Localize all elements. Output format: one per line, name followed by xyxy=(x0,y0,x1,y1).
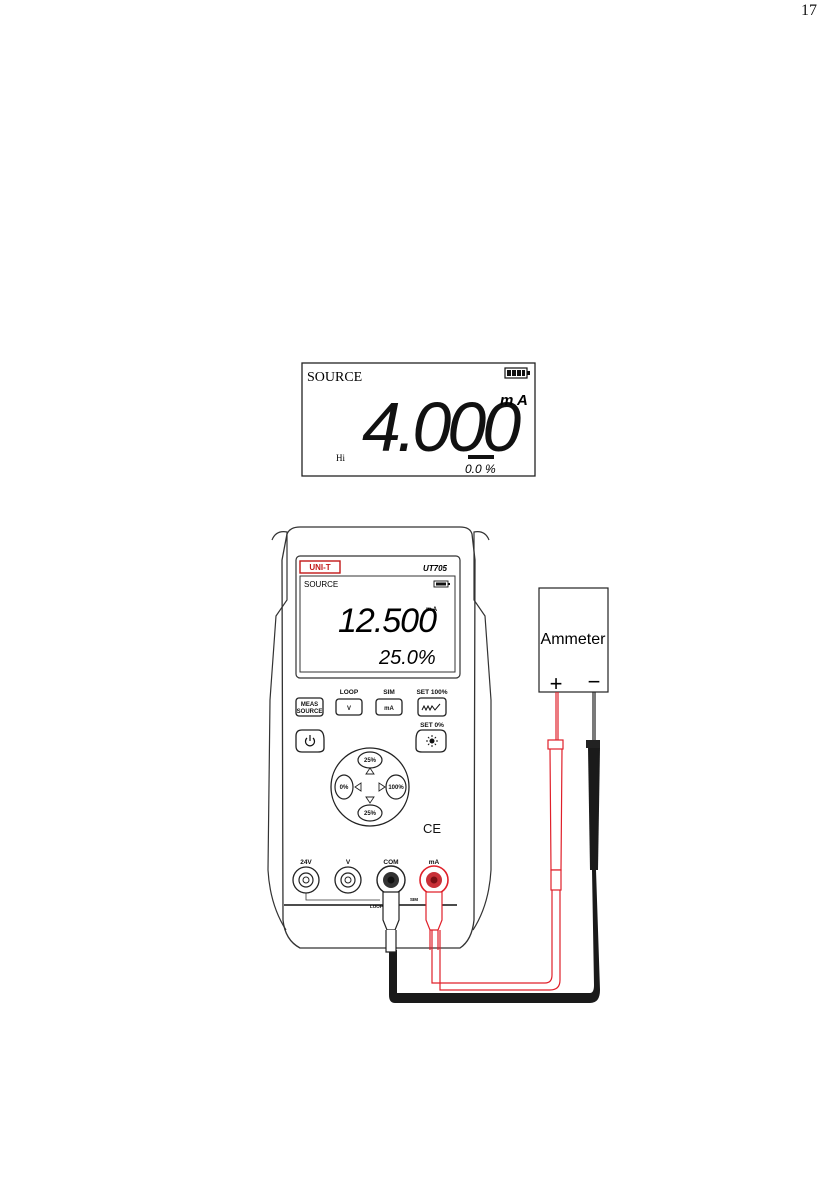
cursor-underline xyxy=(468,455,494,459)
terminal-ma[interactable] xyxy=(420,866,448,894)
power-button[interactable] xyxy=(296,730,324,752)
set0-label: SET 0% xyxy=(420,722,444,729)
ce-mark: CE xyxy=(423,821,441,836)
svg-text:mA: mA xyxy=(384,706,394,712)
terminal-label-v: V xyxy=(346,859,351,866)
loop-terminal-label: LOOP xyxy=(370,904,383,909)
up-25-button[interactable]: 25% xyxy=(358,752,382,768)
svg-text:25%: 25% xyxy=(364,811,377,817)
model-label: UT705 xyxy=(423,564,448,573)
v-button[interactable]: V xyxy=(336,699,362,715)
right-100-button[interactable]: 100% xyxy=(386,775,406,799)
svg-text:MEAS: MEAS xyxy=(301,702,318,708)
meter-lcd-mode: SOURCE xyxy=(304,580,338,589)
terminal-24v[interactable] xyxy=(293,867,319,893)
down-25-button[interactable]: 25% xyxy=(358,805,382,821)
sim-label: SIM xyxy=(383,689,395,696)
meas-source-button[interactable]: MEAS SOURCE xyxy=(296,698,323,716)
lcd-range-label: Hi xyxy=(336,453,345,463)
sim-terminal-label: SIM xyxy=(410,897,418,902)
terminal-v[interactable] xyxy=(335,867,361,893)
svg-text:100%: 100% xyxy=(388,785,404,791)
navigation-pad: 25% 25% 0% 100% xyxy=(331,748,409,826)
terminal-label-com: COM xyxy=(383,859,398,866)
ammeter-label: Ammeter xyxy=(541,631,607,648)
backlight-button[interactable] xyxy=(416,730,446,752)
ma-button[interactable]: mA xyxy=(376,699,402,715)
meter-lcd-percent: 25.0% xyxy=(378,647,436,669)
meter-lcd-value: 12.500 xyxy=(338,602,437,640)
lcd-percent: 0.0 % xyxy=(465,462,496,476)
svg-text:25%: 25% xyxy=(364,758,377,764)
lcd-unit: m A xyxy=(500,392,528,409)
meter-lcd-unit: m A xyxy=(426,607,438,613)
lcd-main-value: 4.000 xyxy=(362,388,521,466)
ammeter-minus: − xyxy=(588,669,601,694)
svg-text:SOURCE: SOURCE xyxy=(297,709,323,715)
lcd-display-top: SOURCE 4.000 m A Hi 0.0 % xyxy=(302,363,535,476)
loop-label: LOOP xyxy=(340,689,359,696)
ramp-button[interactable] xyxy=(418,698,446,716)
svg-text:0%: 0% xyxy=(340,785,349,791)
ammeter: Ammeter + − xyxy=(539,588,608,696)
terminal-label-ma: mA xyxy=(429,859,440,866)
button-panel: LOOP SIM SET 100% MEAS SOURCE V mA SET 0… xyxy=(296,689,448,836)
terminal-com[interactable] xyxy=(377,866,405,894)
lcd-mode-label: SOURCE xyxy=(307,370,362,385)
left-0-button[interactable]: 0% xyxy=(335,775,353,799)
brand-logo-text: UNI-T xyxy=(309,563,330,572)
terminal-label-24v: 24V xyxy=(300,859,312,866)
svg-text:V: V xyxy=(347,706,351,712)
set100-label: SET 100% xyxy=(416,689,447,696)
